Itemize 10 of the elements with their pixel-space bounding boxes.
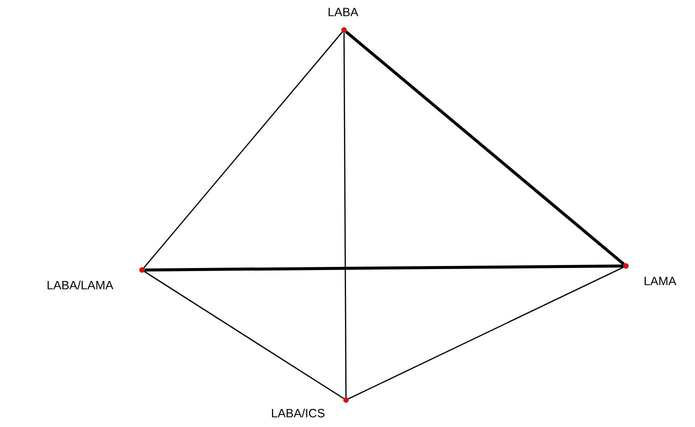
node-label: LABA [328,8,358,16]
node-label: LAMA [644,276,676,286]
node-label: LABA/LAMA [48,280,114,290]
network-edge [343,32,347,398]
network-edge [144,264,624,272]
node-label: LABA/ICS [272,408,324,418]
network-edge [345,30,625,266]
network-edge [348,266,624,400]
network-edge [144,270,344,400]
network-edge [143,32,343,268]
